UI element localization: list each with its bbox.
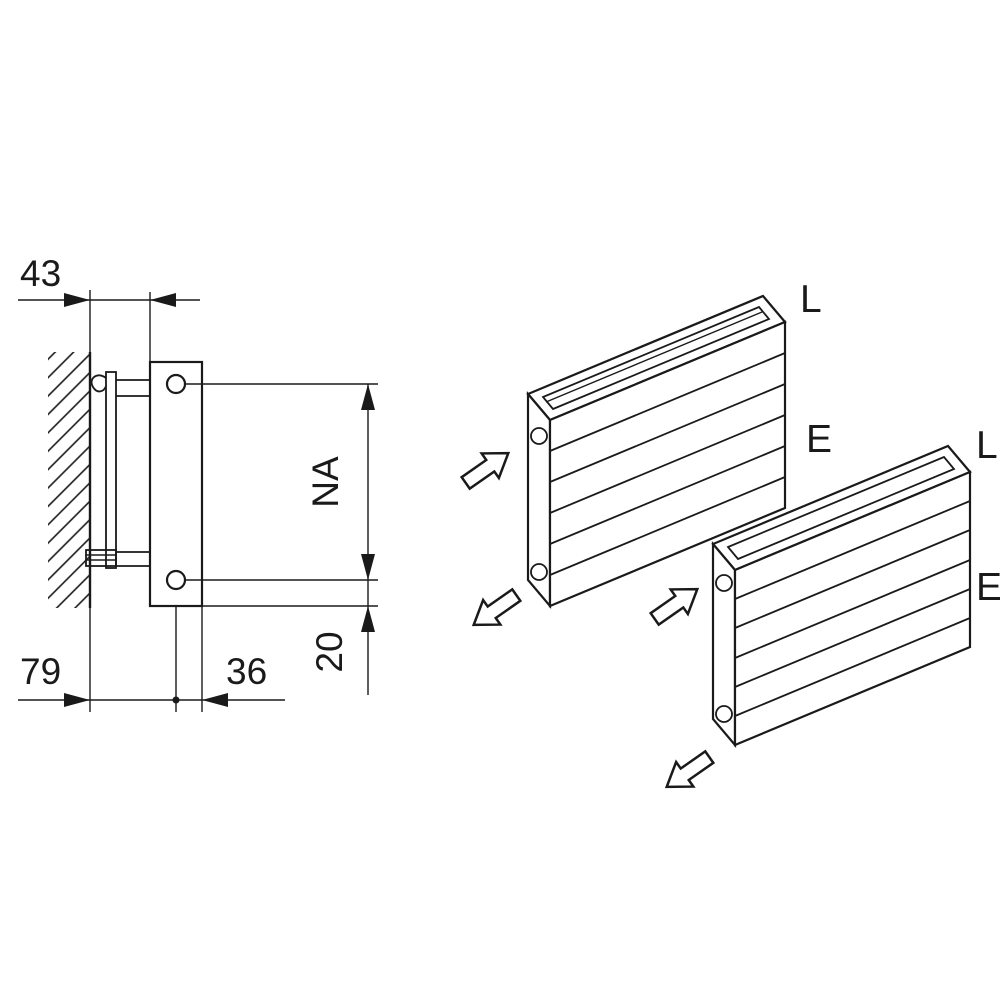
section-view: 43 NA 20	[18, 253, 378, 712]
pipe-connection-top	[165, 373, 187, 395]
mounting-bracket	[85, 371, 150, 569]
dim-arrowhead	[360, 383, 376, 411]
dim-arrowhead	[149, 292, 177, 308]
label-e-1: E	[806, 418, 832, 461]
dim-20-label: 20	[309, 631, 350, 672]
dimension-79-36: 79 36	[18, 606, 285, 712]
slat-line	[549, 414, 786, 514]
radiator2-pipe-boss-bottom	[715, 705, 733, 723]
dimension-na: NA	[185, 383, 378, 581]
radiator2-top-grille	[726, 455, 956, 561]
label-l-2: L	[976, 424, 998, 467]
slat-line	[734, 500, 971, 600]
slot-depth-line	[545, 311, 763, 403]
label-l-1: L	[800, 278, 822, 321]
flow-arrow-out-2	[664, 749, 716, 789]
label-e-2: E	[976, 566, 1000, 609]
slat-line	[734, 588, 971, 688]
pipe-connection-bottom	[165, 569, 187, 591]
slat-line	[549, 445, 786, 545]
bracket-clip	[90, 374, 107, 393]
flow-arrow-in-1	[459, 451, 511, 491]
slat-line	[549, 476, 786, 576]
dimension-20: 20	[202, 580, 378, 695]
radiator2-pipe-boss-top	[715, 574, 733, 592]
dim-arrowhead	[63, 692, 91, 708]
dim-terminator-dot	[172, 696, 180, 704]
radiator1-top-slot	[541, 305, 771, 411]
dim-36-label: 36	[226, 651, 267, 692]
slat-line	[549, 383, 786, 483]
slat-line	[734, 559, 971, 659]
radiator-profile	[148, 360, 204, 608]
slat-line	[549, 352, 786, 452]
radiator-iso-1	[526, 294, 787, 610]
dim-arrowhead	[201, 692, 229, 708]
slat-line	[734, 529, 971, 629]
dim-arrowhead	[360, 553, 376, 581]
isometric-view: L E L E	[459, 278, 1000, 789]
slat-line	[734, 617, 971, 717]
wall-hatch	[48, 352, 90, 608]
drawing-root: 43 NA 20	[18, 253, 1000, 789]
radiator1-pipe-boss-top	[530, 427, 548, 445]
bracket-screw	[85, 549, 117, 567]
radiator-body-section	[148, 360, 204, 608]
dim-43-label: 43	[20, 253, 61, 294]
flow-arrow-out-1	[471, 587, 523, 627]
radiator1-pipe-boss-bottom	[530, 563, 548, 581]
dim-na-label: NA	[305, 456, 346, 508]
flow-arrow-in-2	[648, 587, 700, 627]
radiator-iso-2	[711, 444, 972, 749]
dim-arrowhead	[63, 292, 91, 308]
bracket-rail	[105, 371, 117, 569]
dim-arrowhead	[360, 605, 376, 633]
wall	[48, 290, 92, 712]
dim-79-label: 79	[20, 651, 61, 692]
dimension-43: 43	[18, 253, 200, 362]
